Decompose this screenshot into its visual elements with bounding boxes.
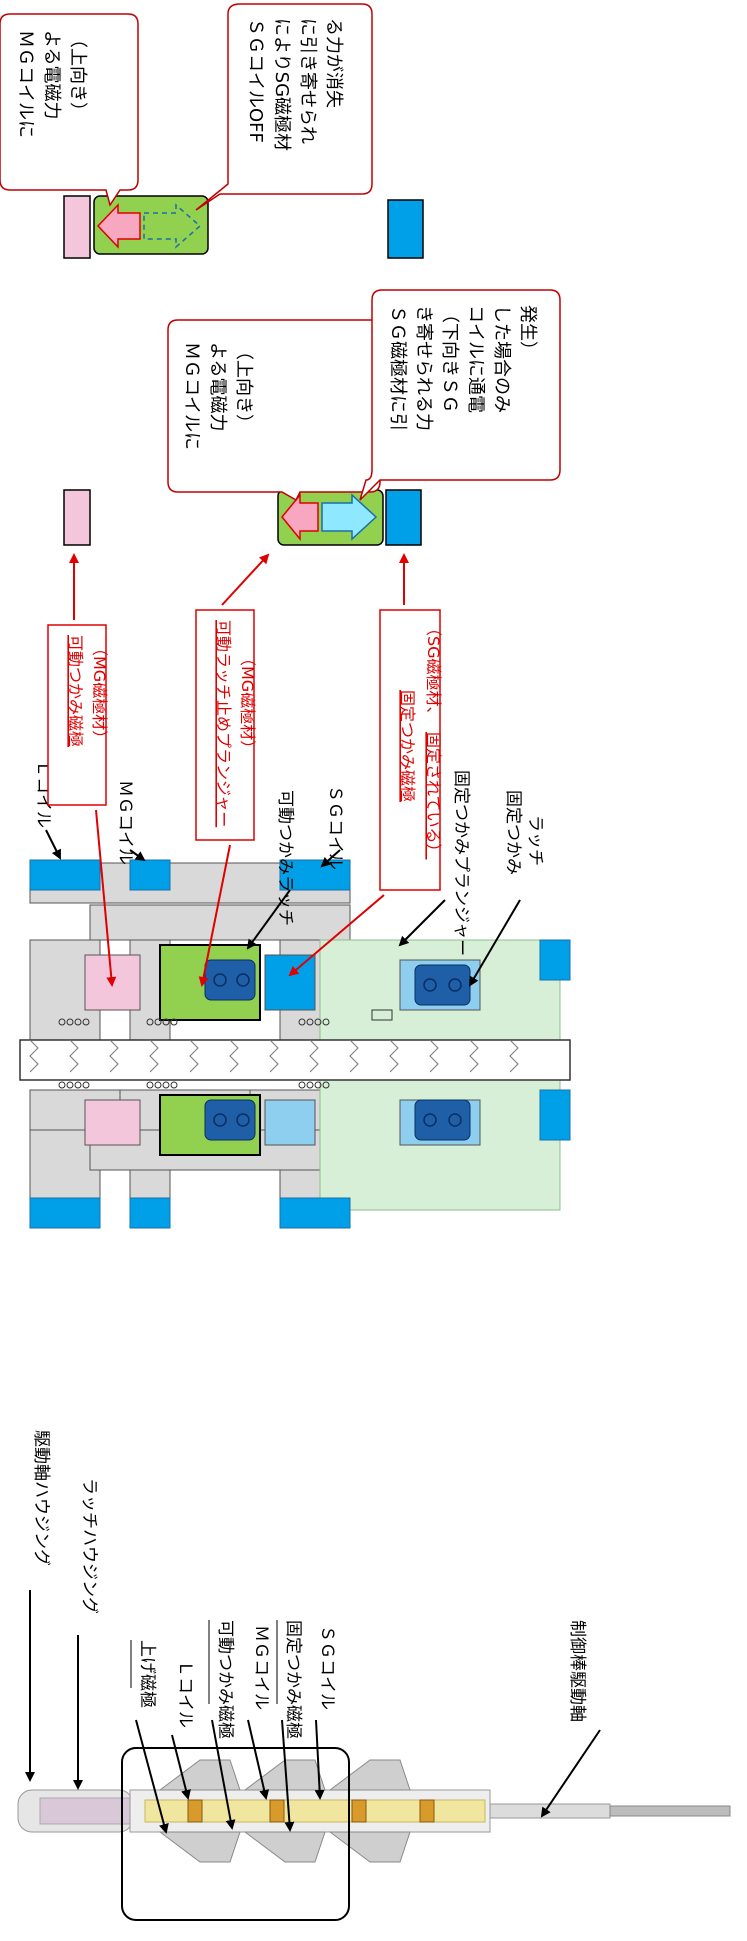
- coil-group-box: [121, 1747, 350, 1921]
- cross-section: [19, 859, 571, 1229]
- label-latch-housing: ラッチハウジング: [79, 1478, 99, 1614]
- red-mg-pole-line2: （MG磁極材）: [90, 640, 109, 746]
- force-diagram-top: [63, 195, 424, 259]
- label-stationary-grip-pole: 固定つかみ磁極: [283, 1620, 303, 1739]
- callout-sg-force-line-3: コイルに通電: [465, 305, 486, 413]
- callout-sg-force-line-4: した場合のみ: [491, 305, 512, 413]
- callout-sg-force: [359, 289, 561, 501]
- l-coil-bottom: [29, 1197, 101, 1229]
- sg-force-arrow-mid: [321, 493, 378, 541]
- callout-mg-force-top-line-2: （上向き）: [67, 30, 88, 120]
- sg-force-arrow-removed: [143, 203, 202, 249]
- callout-mg-force-mid-line-2: （上向き）: [233, 342, 254, 432]
- mg-force-arrow-mid: [281, 492, 319, 542]
- label-center-mg-coil: ＭＧコイル: [115, 780, 135, 865]
- callout-sg-force-line-2: （下向きＳＧ: [439, 305, 460, 413]
- label-lift-pole: 上げ磁極: [137, 1640, 157, 1708]
- callout-mg-force-top-line-0: ＭＧコイルに: [15, 30, 36, 138]
- mg-force-arrow-top: [96, 203, 141, 249]
- callout-sg-force-line-1: き寄せられる力: [413, 305, 434, 431]
- red-annotation-boxes: [47, 609, 441, 891]
- callout-sg-off-line-2: に引き寄せられ: [297, 18, 318, 144]
- mg-coil-top: [129, 859, 171, 891]
- mechanism-photo: [0, 1420, 747, 1937]
- red-sg-pole-line2b: 固定されている）: [424, 732, 443, 860]
- callout-sg-off-line-3: る力が消失: [323, 18, 344, 108]
- l-coil-top: [29, 859, 101, 891]
- label-center-movable-latch: 可動つかみラッチ: [275, 790, 295, 926]
- callout-sg-off-line-1: によりSG磁極材: [271, 18, 292, 151]
- red-mg-pole-line1: 可動つかみ磁極: [66, 635, 85, 747]
- sg-pole-top: [264, 954, 316, 1011]
- label-center-stationary-latch-1: 固定つかみ: [503, 790, 523, 875]
- red-latch-plunger-line2: （MG磁極材）: [238, 650, 257, 756]
- sg-pole-block-mid: [385, 489, 422, 546]
- label-l-coil: Ｌコイル: [175, 1660, 195, 1728]
- stationary-latch-bottom: [414, 1099, 471, 1141]
- force-diagram-mid: [63, 489, 422, 546]
- callout-sg-off-line-0: ＳＧコイルOFF: [245, 18, 266, 143]
- callout-mg-force-top: [0, 13, 139, 207]
- sg-pole-block-top: [387, 199, 424, 259]
- movable-latch-bottom: [204, 1099, 256, 1141]
- callout-mg-force-mid-line-1: よる電磁力: [207, 342, 228, 431]
- callout-sg-force-line-5: 発生）: [517, 305, 538, 359]
- sg-coil-top: [279, 859, 351, 891]
- red-latch-plunger-line1: 可動ラッチ止めプランジャー: [214, 620, 233, 827]
- red-sg-pole-line2a: （SG磁極材、: [424, 620, 443, 723]
- label-center-sg-coil: ＳＧコイル: [325, 785, 345, 870]
- movable-latch-top: [204, 959, 256, 1001]
- mg-pole-block-mid: [63, 489, 91, 546]
- callout-mg-force-top-line-1: よる電磁力: [41, 30, 62, 119]
- callout-sg-force-line-0: ＳＧ磁極材に引: [387, 305, 408, 431]
- sg-coil-bottom: [279, 1197, 351, 1229]
- label-drive-shaft-housing: 駆動軸ハウジング: [31, 1430, 51, 1566]
- sg-pole-bottom: [264, 1099, 316, 1146]
- mg-coil-bottom: [129, 1197, 171, 1229]
- label-mg-coil: ＭＧコイル: [251, 1625, 271, 1710]
- stationary-latch-housing: [539, 1089, 571, 1141]
- label-sg-coil: ＳＧコイル: [317, 1625, 337, 1710]
- mg-pole-bottom: [84, 1099, 141, 1146]
- callout-sg-off: [195, 3, 373, 211]
- label-movable-grip-pole: 可動つかみ磁極: [215, 1620, 235, 1739]
- label-center-stationary-plunger: 固定つかみプランジャー: [451, 770, 471, 956]
- label-control-rod-drive-shaft: 制御棒駆動軸: [567, 1620, 587, 1722]
- callout-mg-force-mid-line-0: ＭＧコイルに: [181, 342, 202, 450]
- red-sg-pole-line1: 固定つかみ磁極: [398, 690, 417, 802]
- drive-shaft: [19, 1039, 571, 1081]
- mg-pole-block-top: [63, 195, 91, 259]
- label-center-stationary-latch-2: ラッチ: [525, 815, 545, 866]
